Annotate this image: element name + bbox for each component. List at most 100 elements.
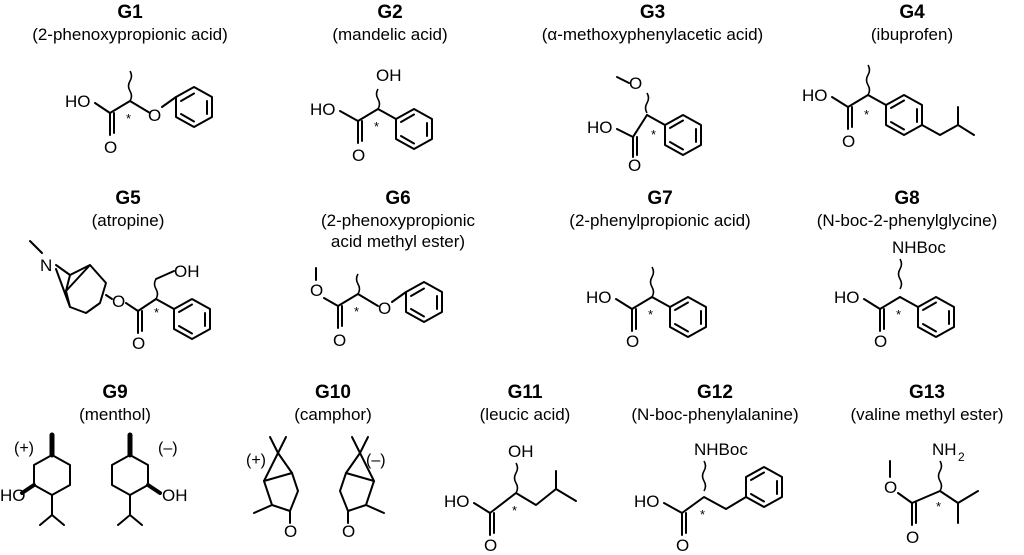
compound-name: (N-boc-phenylalanine) xyxy=(631,405,799,424)
svg-text:O: O xyxy=(284,522,297,541)
svg-text:O: O xyxy=(352,146,365,165)
compound-name: (camphor) xyxy=(294,405,372,424)
svg-text:NH: NH xyxy=(932,440,957,459)
svg-text:*: * xyxy=(154,305,159,320)
structure-g4: HO O * xyxy=(802,64,975,151)
structure-g8: NHBoc HO O * xyxy=(834,238,955,351)
compound-code: G8 xyxy=(894,188,920,209)
svg-text:(–): (–) xyxy=(366,452,386,469)
svg-text:O: O xyxy=(629,74,642,93)
structure-g9: (+) HO (–) OH xyxy=(0,432,188,526)
svg-text:HO: HO xyxy=(0,486,26,505)
compound-name: (ibuprofen) xyxy=(870,25,954,44)
compound-code: G1 xyxy=(117,2,143,23)
compound-g8: G8 (N-boc-2-phenylglycine) NHBoc HO O * xyxy=(790,188,1024,351)
svg-text:*: * xyxy=(374,119,379,134)
compound-g10: G10 (camphor) (+) O (–) O xyxy=(228,382,438,555)
svg-text:O: O xyxy=(626,332,639,351)
compound-name: (2-phenoxypropionic acid) xyxy=(32,25,228,44)
compound-name: (2-phenylpropionic acid) xyxy=(569,211,751,230)
svg-text:*: * xyxy=(896,307,901,322)
structure-g6: O O * O xyxy=(310,267,443,350)
structure-g10: (+) O (–) O xyxy=(246,436,386,541)
compound-code: G4 xyxy=(899,2,925,23)
structure-g5: N O O OH * xyxy=(29,240,211,353)
compound-name: (leucic acid) xyxy=(479,405,571,424)
compound-name: (N-boc-2-phenylglycine) xyxy=(816,211,998,230)
svg-text:HO: HO xyxy=(65,92,91,111)
compound-code: G5 xyxy=(115,188,141,209)
svg-text:O: O xyxy=(112,292,125,311)
compound-code: G9 xyxy=(102,382,128,403)
compound-g4: G4 (ibuprofen) HO O * xyxy=(800,2,1024,155)
svg-text:O: O xyxy=(132,334,145,353)
svg-text:HO: HO xyxy=(310,100,336,119)
svg-text:O: O xyxy=(378,299,391,318)
structure-g11: OH HO O * xyxy=(444,442,577,555)
svg-text:O: O xyxy=(484,536,497,555)
compound-name: (α-methoxyphenylacetic acid) xyxy=(541,25,764,44)
compound-name: (mandelic acid) xyxy=(332,25,448,44)
compound-g6: G6 (2-phenoxypropionic acid methyl ester… xyxy=(278,188,518,362)
svg-text:*: * xyxy=(700,507,705,522)
svg-text:O: O xyxy=(342,522,355,541)
svg-text:*: * xyxy=(651,127,656,142)
compound-g9: G9 (menthol) (+) HO (–) OH xyxy=(0,382,230,555)
svg-text:O: O xyxy=(884,478,897,497)
svg-text:HO: HO xyxy=(586,288,612,307)
svg-text:HO: HO xyxy=(587,118,613,137)
compound-g3: G3 (α-methoxyphenylacetic acid) O HO O * xyxy=(515,2,790,175)
structure-g1: HO O * O xyxy=(65,70,213,157)
compound-code: G2 xyxy=(377,2,403,23)
svg-text:O: O xyxy=(333,331,346,350)
compound-code: G6 xyxy=(385,188,411,209)
structure-g3: O HO O * xyxy=(587,74,702,175)
compound-name: (menthol) xyxy=(79,405,151,424)
compound-code: G10 xyxy=(315,382,351,403)
svg-text:*: * xyxy=(512,503,517,518)
structure-g7: HO O * xyxy=(586,266,707,351)
svg-text:O: O xyxy=(906,528,919,547)
svg-text:(–): (–) xyxy=(158,440,178,457)
compound-g1: G1 (2-phenoxypropionic acid) HO O * O xyxy=(10,2,250,157)
svg-text:(+): (+) xyxy=(14,440,34,457)
compound-g11: G11 (leucic acid) OH HO O * xyxy=(440,382,610,555)
svg-text:O: O xyxy=(628,156,641,175)
svg-text:O: O xyxy=(310,281,323,300)
svg-text:OH: OH xyxy=(376,66,402,85)
svg-text:OH: OH xyxy=(162,486,188,505)
svg-text:HO: HO xyxy=(802,86,828,105)
svg-text:*: * xyxy=(864,107,869,122)
svg-text:*: * xyxy=(126,111,131,126)
compound-code: G13 xyxy=(909,382,945,403)
compound-name: (atropine) xyxy=(91,211,165,230)
compound-code: G12 xyxy=(697,382,733,403)
svg-text:NHBoc: NHBoc xyxy=(892,238,946,257)
svg-text:O: O xyxy=(104,138,117,157)
svg-text:OH: OH xyxy=(174,262,200,281)
compound-g13: G13 (valine methyl ester) NH 2 O O * xyxy=(830,382,1024,555)
svg-text:*: * xyxy=(354,304,359,319)
compound-g5: G5 (atropine) N O O OH * xyxy=(8,188,248,361)
compound-code: G3 xyxy=(639,2,666,23)
svg-text:O: O xyxy=(842,132,855,151)
structure-g13: NH 2 O O * xyxy=(884,440,979,547)
compound-name-cont: acid methyl ester) xyxy=(330,232,466,251)
svg-text:HO: HO xyxy=(444,492,470,511)
svg-text:2: 2 xyxy=(958,450,965,464)
svg-text:N: N xyxy=(40,256,52,275)
svg-text:(+): (+) xyxy=(246,452,266,469)
svg-text:O: O xyxy=(874,332,887,351)
svg-text:O: O xyxy=(676,536,689,555)
compound-code: G11 xyxy=(507,382,543,403)
svg-text:HO: HO xyxy=(634,492,660,511)
structure-g12: NHBoc HO O * xyxy=(634,440,783,555)
svg-text:HO: HO xyxy=(834,288,860,307)
svg-text:OH: OH xyxy=(508,442,534,461)
svg-text:*: * xyxy=(648,307,653,322)
structure-g2: HO O OH * xyxy=(310,66,433,165)
svg-text:O: O xyxy=(148,106,161,125)
compound-name: (valine methyl ester) xyxy=(850,405,1004,424)
svg-text:NHBoc: NHBoc xyxy=(694,440,748,459)
compound-code: G7 xyxy=(647,188,673,209)
